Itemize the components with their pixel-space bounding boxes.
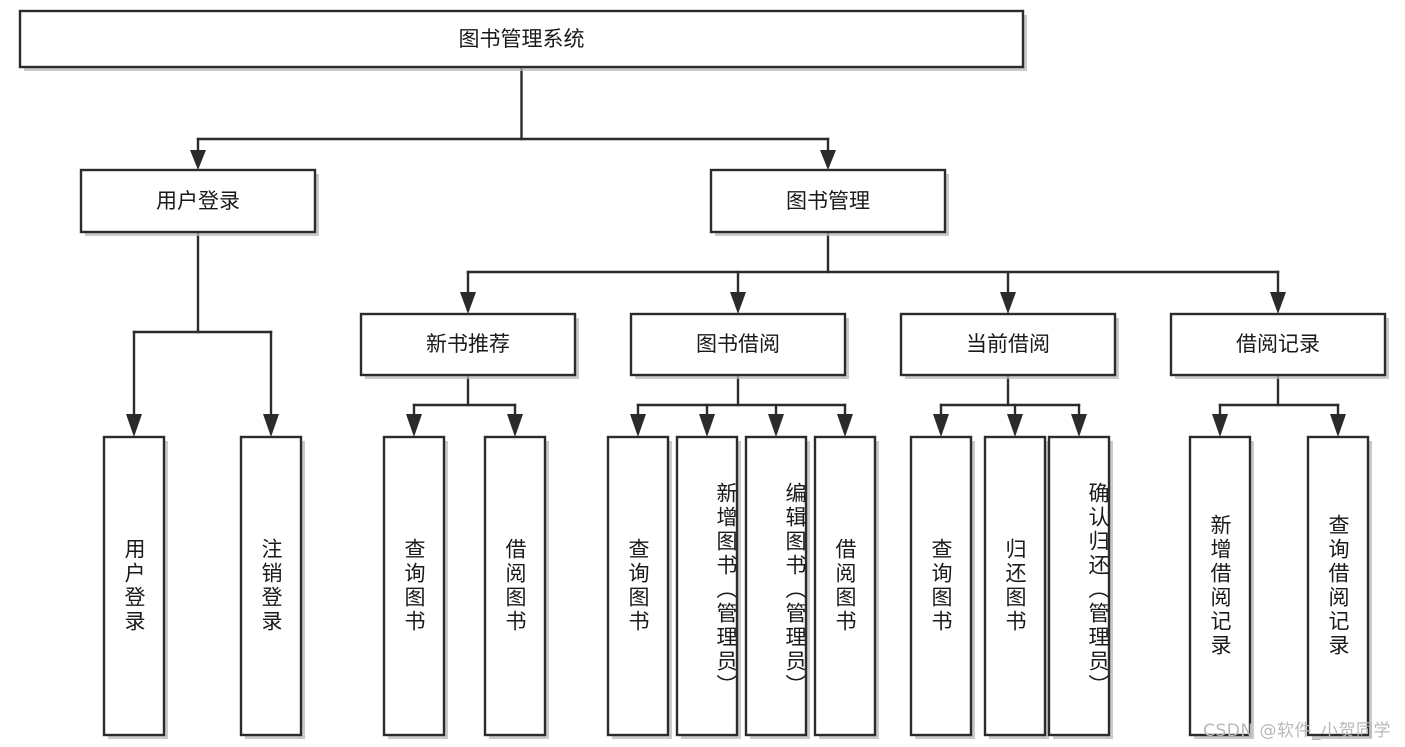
- node-book-borrow[interactable]: 图书借阅: [629, 312, 849, 379]
- book-management-box: [709, 168, 947, 234]
- arrow-to-leaf-edit-book: [768, 414, 784, 437]
- leaf-borrow-book-1-box: [483, 435, 547, 737]
- node-leaf-query-book-3[interactable]: [909, 435, 975, 739]
- arrow-to-leaf-confirm-return: [1071, 414, 1087, 437]
- arrow-to-book-borrow: [730, 292, 746, 314]
- root-box: [18, 9, 1025, 69]
- node-leaf-borrow-book-1[interactable]: [483, 435, 549, 739]
- arrow-to-leaf-add-book: [699, 414, 715, 437]
- user-login-box: [79, 168, 317, 234]
- borrow-record-label: 借阅记录: [1236, 332, 1320, 356]
- node-leaf-edit-book[interactable]: [744, 435, 810, 739]
- leaf-query-book-2-box: [606, 435, 670, 737]
- csdn-watermark: CSDN @软件_小贺同学: [1203, 721, 1391, 741]
- node-leaf-user-login[interactable]: [102, 435, 168, 739]
- current-borrow-box: [899, 312, 1117, 377]
- arrow-to-leaf-logout-login: [263, 414, 279, 437]
- leaf-add-book-box: [675, 435, 739, 737]
- leaf-query-borrow-record-box: [1306, 435, 1370, 737]
- arrow-to-new-book-recommend: [460, 292, 476, 314]
- arrow-to-leaf-add-borrow-record: [1212, 414, 1228, 437]
- node-leaf-confirm-return[interactable]: [1047, 435, 1113, 739]
- leaf-confirm-return-box: [1047, 435, 1111, 737]
- new-book-recommend-box: [359, 312, 577, 377]
- book-borrow-label: 图书借阅: [696, 332, 780, 356]
- leaf-query-book-3-box: [909, 435, 973, 737]
- new-book-recommend-label: 新书推荐: [426, 332, 510, 356]
- node-book-management[interactable]: 图书管理: [709, 168, 949, 236]
- arrow-to-leaf-query-book-1: [406, 414, 422, 437]
- leaf-borrow-book-2-box: [813, 435, 877, 737]
- edges-current-borrow-to-leaves: [933, 373, 1087, 437]
- edges-user-login-to-leaves: [126, 230, 279, 437]
- node-leaf-add-book[interactable]: [675, 435, 741, 739]
- borrow-record-box: [1169, 312, 1387, 377]
- leaf-logout-login-box: [239, 435, 303, 737]
- node-leaf-add-borrow-record[interactable]: [1188, 435, 1254, 739]
- arrow-to-user-login: [190, 150, 206, 170]
- arrow-to-leaf-user-login: [126, 414, 142, 437]
- arrow-to-current-borrow: [1000, 292, 1016, 314]
- leaf-edit-book-box: [744, 435, 808, 737]
- arrow-to-leaf-borrow-book-1: [507, 414, 523, 437]
- leaf-boxes: [102, 435, 1372, 739]
- leaf-add-borrow-record-box: [1188, 435, 1252, 737]
- book-management-label: 图书管理: [786, 189, 870, 213]
- arrow-to-leaf-borrow-book-2: [837, 414, 853, 437]
- node-root[interactable]: 图书管理系统: [18, 9, 1027, 71]
- arrow-to-leaf-return-book: [1007, 414, 1023, 437]
- edges-borrow-record-to-leaves: [1212, 373, 1346, 437]
- node-leaf-logout-login[interactable]: [239, 435, 305, 739]
- root-label: 图书管理系统: [459, 27, 585, 51]
- node-leaf-borrow-book-2[interactable]: [813, 435, 879, 739]
- node-new-book-recommend[interactable]: 新书推荐: [359, 312, 579, 379]
- arrow-to-leaf-query-borrow-record: [1330, 414, 1346, 437]
- leaf-query-book-1-box: [382, 435, 446, 737]
- edges-book-borrow-to-leaves: [630, 373, 853, 437]
- node-leaf-query-book-1[interactable]: [382, 435, 448, 739]
- user-login-label: 用户登录: [156, 189, 240, 213]
- current-borrow-label: 当前借阅: [966, 332, 1050, 356]
- book-borrow-box: [629, 312, 847, 377]
- arrow-to-borrow-record: [1270, 292, 1286, 314]
- leaf-return-book-box: [983, 435, 1047, 737]
- edges-book-management-to-level2: [460, 230, 1286, 314]
- node-current-borrow[interactable]: 当前借阅: [899, 312, 1119, 379]
- node-leaf-query-book-2[interactable]: [606, 435, 672, 739]
- node-user-login[interactable]: 用户登录: [79, 168, 319, 236]
- node-leaf-return-book[interactable]: [983, 435, 1049, 739]
- node-leaf-query-borrow-record[interactable]: [1306, 435, 1372, 739]
- edges-new-book-recommend-to-leaves: [406, 373, 523, 437]
- arrow-to-leaf-query-book-2: [630, 414, 646, 437]
- node-borrow-record[interactable]: 借阅记录: [1169, 312, 1389, 379]
- arrow-to-leaf-query-book-3: [933, 414, 949, 437]
- arrow-to-book-management: [820, 150, 836, 170]
- leaf-user-login-box: [102, 435, 166, 737]
- edges-root-to-level1: [190, 65, 836, 170]
